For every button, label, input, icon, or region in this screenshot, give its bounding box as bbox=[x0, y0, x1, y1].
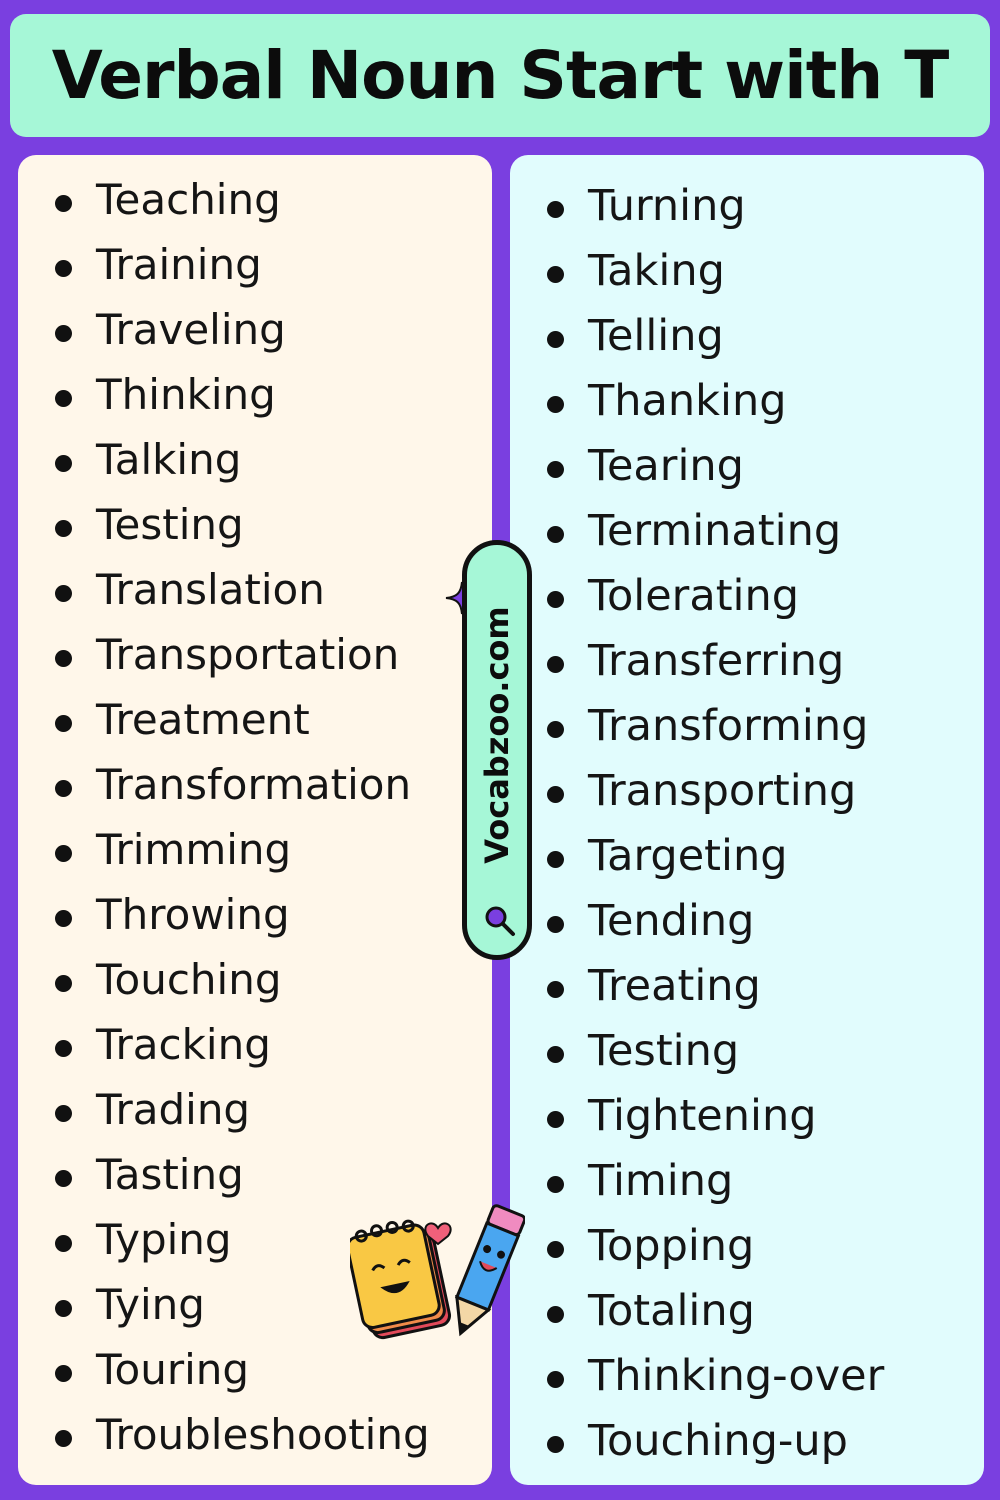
left-word-item: Tasting bbox=[18, 1144, 492, 1209]
right-word-item: Transforming bbox=[510, 695, 984, 760]
left-word-item: Typing bbox=[18, 1209, 492, 1274]
right-word-item: Tolerating bbox=[510, 565, 984, 630]
right-word-item: Topping bbox=[510, 1215, 984, 1280]
right-word-item: Treating bbox=[510, 955, 984, 1020]
right-word-item: Timing bbox=[510, 1150, 984, 1215]
left-word-item: Tracking bbox=[18, 1014, 492, 1079]
left-word-item: Testing bbox=[18, 494, 492, 559]
right-word-item: Testing bbox=[510, 1020, 984, 1085]
right-word-item: Terminating bbox=[510, 500, 984, 565]
right-word-item: Transporting bbox=[510, 760, 984, 825]
left-word-item: Touching bbox=[18, 949, 492, 1014]
right-word-item: Transferring bbox=[510, 630, 984, 695]
left-word-item: Transportation bbox=[18, 624, 492, 689]
title-banner: Verbal Noun Start with T bbox=[10, 14, 990, 137]
right-word-item: Tending bbox=[510, 890, 984, 955]
page-title: Verbal Noun Start with T bbox=[51, 37, 950, 114]
right-word-item: Turning bbox=[510, 175, 984, 240]
right-word-item: Thanking bbox=[510, 370, 984, 435]
right-word-item: Totaling bbox=[510, 1280, 984, 1345]
watermark-badge: Vocabzoo.com bbox=[462, 540, 532, 960]
left-word-item: Thinking bbox=[18, 364, 492, 429]
left-word-item: Trimming bbox=[18, 819, 492, 884]
right-word-item: Targeting bbox=[510, 825, 984, 890]
left-word-item: Traveling bbox=[18, 299, 492, 364]
right-word-item: Telling bbox=[510, 305, 984, 370]
left-word-item: Throwing bbox=[18, 884, 492, 949]
right-word-item: Touching-up bbox=[510, 1410, 984, 1475]
left-word-item: Teaching bbox=[18, 169, 492, 234]
right-word-item: Tightening bbox=[510, 1085, 984, 1150]
watermark-text: Vocabzoo.com bbox=[478, 606, 516, 864]
right-word-item: Thinking-over bbox=[510, 1345, 984, 1410]
left-word-item: Training bbox=[18, 234, 492, 299]
left-word-item: Talking bbox=[18, 429, 492, 494]
left-word-item: Trading bbox=[18, 1079, 492, 1144]
left-word-item: Transformation bbox=[18, 754, 492, 819]
left-word-item: Troubleshooting bbox=[18, 1404, 492, 1469]
notepad-pencil-mascot-icon bbox=[350, 1204, 525, 1340]
magnifier-icon bbox=[485, 906, 515, 936]
left-word-item: Translation bbox=[18, 559, 492, 624]
right-word-item: Tearing bbox=[510, 435, 984, 500]
left-word-item: Tying bbox=[18, 1274, 492, 1339]
left-word-item: Touring bbox=[18, 1339, 492, 1404]
left-word-item: Treatment bbox=[18, 689, 492, 754]
right-word-item: Taking bbox=[510, 240, 984, 305]
